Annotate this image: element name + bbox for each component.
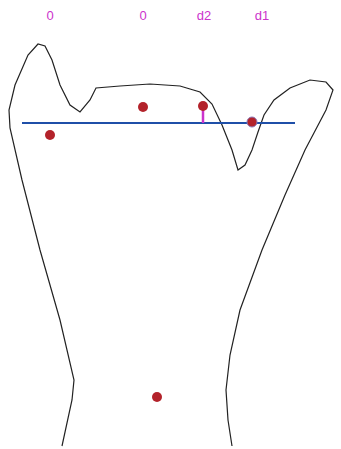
distance-label: 0 [46, 9, 53, 22]
point-dot [45, 130, 55, 140]
point-dot [138, 102, 148, 112]
distance-label: 0 [139, 9, 146, 22]
distance-label: d1 [255, 9, 269, 22]
point-dot [247, 117, 257, 127]
distance-label: d2 [197, 9, 211, 22]
distance-tick [202, 110, 205, 123]
point-dot [152, 392, 162, 402]
shape-outline [9, 44, 333, 446]
point-dot [198, 101, 208, 111]
